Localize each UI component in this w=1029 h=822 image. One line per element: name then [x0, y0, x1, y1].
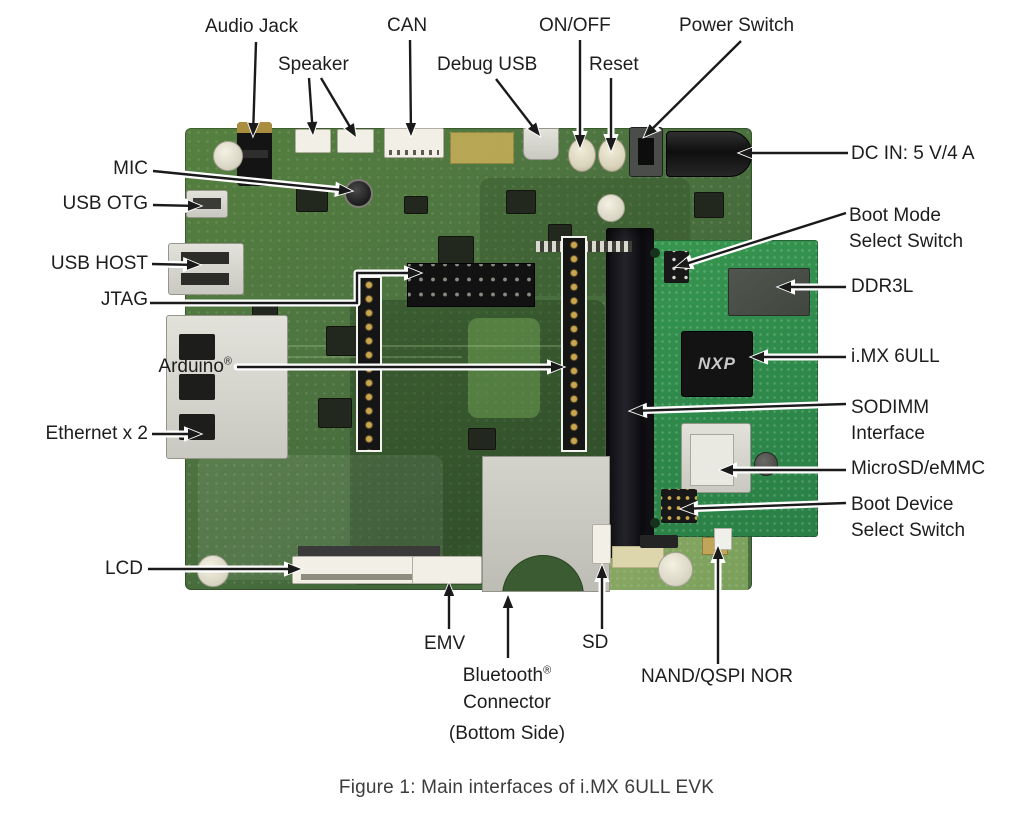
arrow-ddr3l: [775, 279, 850, 295]
debug-usb-connector: [523, 128, 559, 160]
arrow-ethernet: [148, 426, 204, 442]
label-imx-6ull: i.MX 6ULL: [851, 346, 940, 367]
nxp-logo: NXP: [698, 354, 736, 373]
microsd-card: [690, 434, 734, 486]
label-emv: EMV: [424, 633, 466, 654]
label-dc-in: DC IN: 5 V/4 A: [851, 143, 975, 164]
trace-line: [250, 345, 580, 347]
ic-chip: [694, 192, 724, 218]
registered-mark: ®: [223, 355, 232, 368]
arrow-sd: [594, 562, 610, 633]
small-connector: [640, 535, 678, 548]
label-ddr3l: DDR3L: [851, 276, 914, 297]
screw-hole: [597, 194, 625, 222]
arrow-power-switch: [642, 37, 745, 139]
label-boot-device-switch: Boot Device Select Switch: [851, 494, 966, 541]
audio-jack-ridge: [241, 150, 268, 158]
lcd-connector-lip: [301, 574, 441, 580]
arrow-mic: [149, 167, 355, 197]
label-sd: SD: [582, 632, 609, 653]
arrow-microsd: [717, 462, 850, 478]
imx-processor-chip: NXP: [681, 331, 753, 397]
usb-host-slot1: [181, 252, 229, 264]
usb-otg-slot: [193, 198, 221, 209]
label-jtag: JTAG: [100, 289, 148, 310]
arrow-boot-mode: [673, 209, 850, 270]
label-usb-host: USB HOST: [50, 253, 148, 274]
label-ethernet: Ethernet x 2: [45, 423, 148, 444]
sd-target-connector: [592, 524, 611, 564]
arrow-arduino: [233, 359, 567, 375]
label-reset: Reset: [589, 54, 639, 75]
arrow-usb-host: [148, 256, 203, 273]
label-boot-mode-switch: Boot Mode Select Switch: [849, 205, 964, 252]
label-speaker: Speaker: [278, 54, 349, 75]
arrow-boot-device: [678, 499, 850, 517]
arrow-speaker-left: [304, 74, 320, 138]
arrow-can: [403, 36, 419, 139]
microsd-slot-component: [681, 423, 751, 493]
arrow-speaker-right: [317, 74, 358, 140]
gold-shield-pad: [450, 132, 514, 164]
emv-connector: [412, 556, 482, 584]
label-lcd: LCD: [104, 558, 143, 579]
label-can: CAN: [387, 15, 428, 36]
ic-chip: [438, 236, 474, 264]
arrow-sodimm: [627, 400, 850, 419]
can-pins: [389, 150, 439, 155]
arrow-reset: [603, 74, 619, 154]
ic-chip: [318, 398, 352, 428]
sd-card-slot: [482, 456, 610, 592]
arrow-nand: [710, 543, 726, 668]
white-component: [714, 528, 732, 550]
sodimm-socket: [606, 228, 654, 558]
figure-caption: Figure 1: Main interfaces of i.MX 6ULL E…: [338, 777, 715, 798]
standoff-hole: [658, 552, 693, 587]
label-bluetooth-connector: Bluetooth® Connector (Bottom Side): [448, 664, 566, 744]
arrow-audio-jack: [245, 38, 262, 139]
label-on-off: ON/OFF: [539, 15, 611, 36]
ic-chip: [506, 190, 536, 214]
usb-host-slot2: [181, 273, 229, 285]
jtag-connector: [407, 263, 535, 307]
lcd-pin-strip: [298, 546, 440, 558]
arrow-debug-usb: [492, 75, 542, 138]
arrow-usb-otg: [149, 197, 204, 214]
label-power-switch: Power Switch: [679, 15, 795, 36]
label-audio-jack: Audio Jack: [205, 16, 298, 37]
label-debug-usb: Debug USB: [437, 54, 538, 75]
usb-host-connector: [168, 243, 244, 295]
arrow-jtag: [146, 265, 424, 307]
power-switch-slider: [638, 138, 654, 165]
arrow-bluetooth: [500, 592, 516, 662]
label-microsd-emmc: MicroSD/eMMC: [851, 458, 986, 479]
card-hole: [650, 248, 660, 258]
arduino-header-right: [561, 236, 587, 452]
registered-mark: ®: [543, 664, 552, 677]
arrow-dc-in: [736, 145, 852, 161]
label-usb-otg: USB OTG: [62, 193, 148, 214]
ic-chip: [468, 428, 496, 450]
label-nand-qspi-nor: NAND/QSPI NOR: [641, 666, 794, 687]
ddr3l-chip: [728, 268, 810, 316]
ethernet-port-slot: [179, 334, 215, 360]
arrow-on-off: [572, 36, 588, 151]
dc-jack-connector: [666, 131, 752, 177]
label-sodimm-interface: SODIMM Interface: [851, 397, 930, 444]
screw-hole: [213, 141, 243, 171]
ethernet-port-slot: [179, 374, 215, 400]
ic-chip: [404, 196, 428, 214]
arrow-imx-6ull: [748, 349, 850, 365]
arrow-emv: [441, 580, 457, 633]
arrow-lcd: [144, 561, 304, 577]
label-arduino: Arduino®: [158, 355, 232, 377]
label-mic: MIC: [113, 158, 148, 179]
card-hole: [650, 518, 660, 528]
